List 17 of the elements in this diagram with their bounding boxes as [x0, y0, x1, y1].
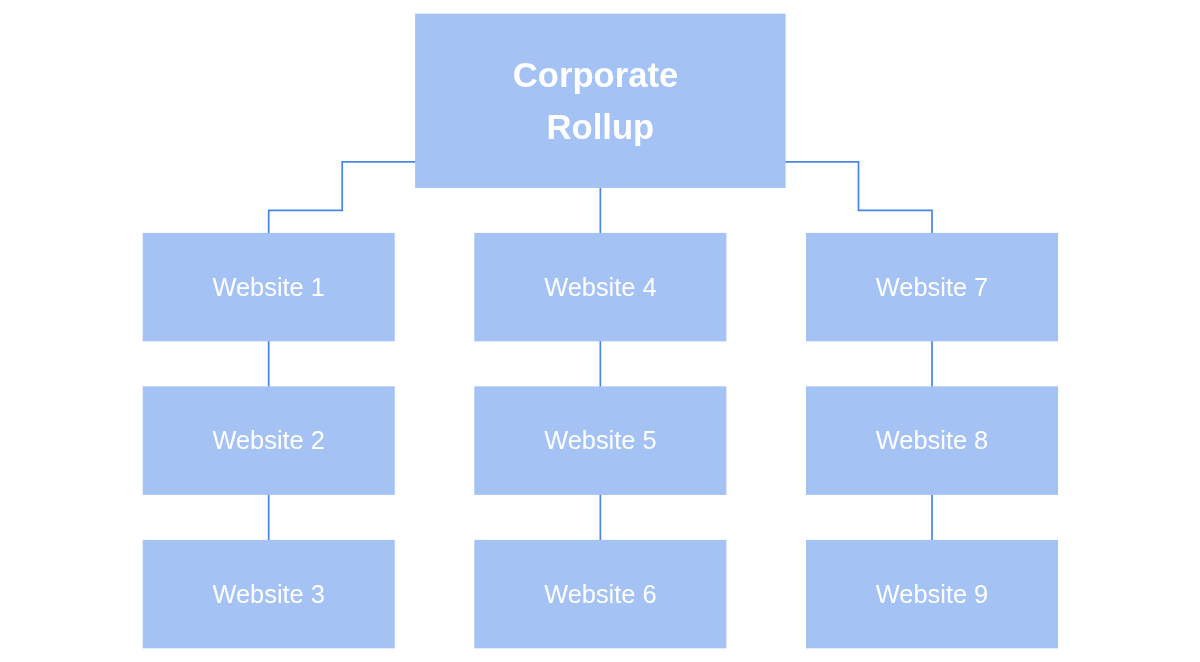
node-box: Website 6	[473, 539, 727, 649]
node-box: Corporate Rollup	[414, 13, 786, 188]
connector	[599, 339, 601, 388]
node-box: Website 1	[142, 232, 395, 342]
connector	[599, 186, 601, 235]
connector	[267, 339, 270, 388]
node-box: Website 8	[805, 386, 1058, 495]
node-box: Website 4	[473, 232, 727, 342]
node-box: Website 2	[142, 386, 395, 495]
node-box: Website 5	[473, 386, 727, 495]
node-box: Website 9	[805, 539, 1058, 649]
connector	[930, 493, 933, 542]
connector	[599, 493, 601, 542]
node-box: Website 7	[805, 232, 1058, 342]
connector	[267, 493, 270, 542]
connector	[930, 339, 933, 388]
node-box: Website 3	[142, 539, 395, 649]
